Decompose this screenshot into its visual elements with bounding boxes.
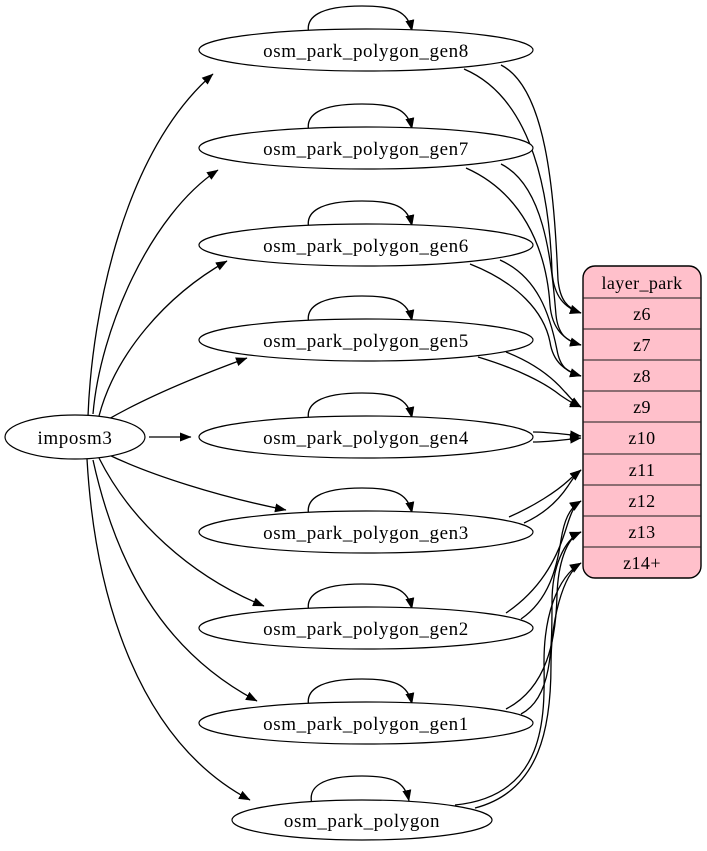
zoom-row-z14plus-label: z14+ bbox=[623, 553, 661, 573]
edge-gen4-to-z10-b bbox=[532, 434, 582, 444]
node-osm-park-polygon: osm_park_polygon bbox=[231, 799, 493, 841]
edge-imposm3-to-gen5 bbox=[106, 357, 248, 421]
self-loop-gen8 bbox=[307, 5, 415, 38]
zoom-row-z12-label: z12 bbox=[628, 491, 655, 511]
edge-gen1-to-z13-b bbox=[520, 531, 582, 715]
edge-gen8-to-z6-b bbox=[463, 68, 582, 315]
node-osm-park-polygon-gen8: osm_park_polygon_gen8 bbox=[198, 28, 534, 72]
zoom-row-z10-label: z10 bbox=[628, 428, 655, 448]
gen6-ellipse bbox=[198, 223, 534, 267]
edge-polygon-to-z14-b bbox=[454, 562, 582, 806]
gen8-ellipse bbox=[198, 28, 534, 72]
edge-gen1-to-z13-a bbox=[505, 531, 582, 710]
edge-gen2-to-z12-b bbox=[520, 500, 582, 620]
layer-park-table: layer_park z6 z7 z8 z9 z10 z11 z12 z13 z… bbox=[582, 265, 702, 579]
zoom-row-z11-label: z11 bbox=[629, 460, 656, 480]
node-osm-park-polygon-gen6: osm_park_polygon_gen6 bbox=[198, 223, 534, 267]
layer-park-title: layer_park bbox=[602, 273, 683, 293]
node-imposm3: imposm3 bbox=[4, 414, 146, 460]
zoom-row-z13-label: z13 bbox=[628, 522, 655, 542]
zoom-row-z11: z11 bbox=[629, 460, 656, 480]
imposm3-ellipse bbox=[4, 414, 146, 460]
gen1-label: osm_park_polygon_gen1 bbox=[263, 714, 469, 735]
self-loop-gen3 bbox=[307, 487, 415, 520]
zoom-row-z10: z10 bbox=[628, 428, 655, 448]
edge-imposm3-to-gen3 bbox=[106, 453, 287, 513]
gen6-label: osm_park_polygon_gen6 bbox=[263, 236, 469, 257]
gen5-ellipse bbox=[198, 318, 534, 362]
self-loop-gen1 bbox=[307, 678, 415, 711]
edge-gen8-to-z6-a bbox=[500, 64, 582, 314]
edge-imposm3-to-gen6 bbox=[98, 260, 228, 417]
node-osm-park-polygon-gen1: osm_park_polygon_gen1 bbox=[198, 701, 534, 745]
zoom-row-z8-label: z8 bbox=[633, 366, 651, 386]
edge-imposm3-to-polygon bbox=[86, 458, 251, 801]
self-loop-gen7 bbox=[307, 103, 415, 136]
edge-gen3-to-z11-b bbox=[523, 469, 582, 524]
edges-from-imposm3 bbox=[86, 73, 287, 801]
self-loop-gen2 bbox=[307, 583, 415, 616]
edge-gen4-to-z10-a bbox=[532, 430, 582, 440]
gen3-label: osm_park_polygon_gen3 bbox=[263, 523, 469, 544]
gen4-label: osm_park_polygon_gen4 bbox=[263, 428, 469, 449]
edge-polygon-to-z14-a bbox=[474, 562, 582, 809]
gen3-ellipse bbox=[198, 510, 534, 554]
self-loop-gen4 bbox=[307, 392, 415, 425]
node-osm-park-polygon-gen2: osm_park_polygon_gen2 bbox=[198, 606, 534, 650]
edge-imposm3-to-gen7 bbox=[92, 169, 219, 415]
node-osm-park-polygon-gen5: osm_park_polygon_gen5 bbox=[198, 318, 534, 362]
self-loop-gen5 bbox=[307, 295, 415, 328]
imposm3-label: imposm3 bbox=[38, 428, 113, 449]
gen1-ellipse bbox=[198, 701, 534, 745]
zoom-row-z14plus: z14+ bbox=[623, 553, 661, 573]
edges-to-layer-park bbox=[454, 64, 582, 809]
edge-gen7-to-z7-b bbox=[465, 167, 582, 347]
gen7-ellipse bbox=[198, 126, 534, 170]
gen4-ellipse bbox=[198, 415, 534, 459]
zoom-row-z8: z8 bbox=[633, 366, 651, 386]
edge-imposm3-to-gen8 bbox=[87, 73, 214, 417]
polygon-ellipse bbox=[231, 799, 493, 841]
zoom-row-z9-label: z9 bbox=[633, 397, 651, 417]
node-osm-park-polygon-gen4: osm_park_polygon_gen4 bbox=[198, 415, 534, 459]
zoom-row-z7-label: z7 bbox=[633, 335, 651, 355]
self-loop-polygon bbox=[310, 775, 412, 808]
zoom-row-z12: z12 bbox=[628, 491, 655, 511]
edge-gen6-to-z8-b bbox=[469, 263, 582, 378]
zoom-row-z6-label: z6 bbox=[633, 304, 651, 324]
gen2-ellipse bbox=[198, 606, 534, 650]
self-loops bbox=[307, 5, 415, 808]
gen5-label: osm_park_polygon_gen5 bbox=[263, 331, 469, 352]
self-loop-gen6 bbox=[307, 200, 415, 233]
gen7-label: osm_park_polygon_gen7 bbox=[263, 139, 469, 160]
polygon-label: osm_park_polygon bbox=[284, 811, 440, 832]
edge-gen5-to-z9-b bbox=[477, 356, 582, 408]
gen2-label: osm_park_polygon_gen2 bbox=[263, 619, 469, 640]
zoom-row-z6: z6 bbox=[633, 304, 651, 324]
edge-gen5-to-z9-a bbox=[505, 351, 582, 408]
edge-imposm3-to-gen1 bbox=[92, 459, 258, 702]
node-osm-park-polygon-gen3: osm_park_polygon_gen3 bbox=[198, 510, 534, 554]
edge-imposm3-to-gen2 bbox=[98, 457, 265, 607]
gen8-label: osm_park_polygon_gen8 bbox=[263, 41, 469, 62]
node-osm-park-polygon-gen7: osm_park_polygon_gen7 bbox=[198, 126, 534, 170]
zoom-row-z9: z9 bbox=[633, 397, 651, 417]
zoom-row-z13: z13 bbox=[628, 522, 655, 542]
zoom-row-z7: z7 bbox=[633, 335, 651, 355]
